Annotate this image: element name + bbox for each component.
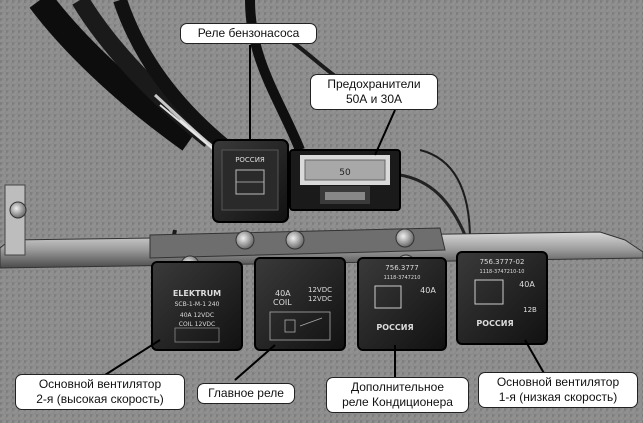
fuses-label-line1: Предохранители bbox=[327, 77, 421, 91]
fan2-relay-spec2: COIL 12VDC bbox=[179, 321, 215, 328]
fan1-relay-voltage: 12В bbox=[523, 306, 537, 314]
callout-fan-high-speed: Основной вентилятор 2-я (высокая скорост… bbox=[15, 374, 185, 410]
ac-label-line1: Дополнительное bbox=[350, 380, 445, 394]
ac-relay: 756.3777 1118-3747210 40A РОССИЯ bbox=[357, 257, 447, 351]
fan1-label-line2: 1-я (низкая скорость) bbox=[498, 390, 618, 404]
fuel-pump-relay: РОССИЯ bbox=[212, 139, 289, 223]
fuse-holder: 50 bbox=[289, 149, 401, 211]
main-relay-rating2: COIL bbox=[273, 298, 292, 307]
fan1-label-line1: Основной вентилятор bbox=[496, 375, 620, 389]
callout-fuel-pump-relay: Реле бензонасоса bbox=[180, 23, 317, 44]
main-relay-rating1: 40A bbox=[275, 289, 291, 298]
fan2-label-line2: 2-я (высокая скорость) bbox=[36, 392, 164, 406]
ac-relay-country: РОССИЯ bbox=[376, 323, 413, 332]
main-relay-volt1: 12VDC bbox=[308, 286, 332, 294]
callout-leader-lines bbox=[104, 45, 546, 381]
ac-relay-sub: 1118-3747210 bbox=[384, 275, 421, 281]
fan2-relay-brand: ELEKTRUM bbox=[173, 289, 221, 298]
wire-harness bbox=[29, 0, 471, 256]
fuses-label-line2: 50А и 30А bbox=[345, 92, 403, 106]
fan2-relay-model: SCB-1-M-1 240 bbox=[175, 301, 220, 308]
fan1-relay-sub: 1118-3747210-10 bbox=[480, 269, 525, 275]
main-relay-label: Главное реле bbox=[208, 386, 284, 400]
callout-ac-relay: Дополнительное реле Кондиционера bbox=[326, 377, 469, 413]
ac-relay-model: 756.3777 bbox=[385, 264, 418, 272]
callout-fuses: Предохранители 50А и 30А bbox=[310, 74, 438, 110]
fan1-relay-country: РОССИЯ bbox=[476, 319, 513, 328]
fan-low-speed-relay: 756.3777-02 1118-3747210-10 40A 12В РОСС… bbox=[456, 251, 548, 345]
fan-high-speed-relay: ELEKTRUM SCB-1-M-1 240 40A 12VDC COIL 12… bbox=[151, 261, 243, 351]
main-relay: 40A COIL 12VDC 12VDC bbox=[254, 257, 346, 351]
ac-label-line2: реле Кондиционера bbox=[342, 395, 453, 409]
fuel-relay-brand: РОССИЯ bbox=[235, 156, 265, 164]
fan1-relay-model: 756.3777-02 bbox=[480, 258, 525, 266]
main-relay-volt2: 12VDC bbox=[308, 295, 332, 303]
fuse-value: 50 bbox=[339, 168, 351, 178]
callout-main-relay: Главное реле bbox=[197, 383, 295, 404]
fan2-label-line1: Основной вентилятор bbox=[38, 377, 162, 391]
fan1-relay-amp: 40A bbox=[519, 280, 535, 289]
ac-relay-amp: 40A bbox=[420, 286, 436, 295]
fuel-pump-relay-label: Реле бензонасоса bbox=[197, 26, 300, 40]
callout-fan-low-speed: Основной вентилятор 1-я (низкая скорость… bbox=[478, 372, 638, 408]
fan2-relay-spec1: 40A 12VDC bbox=[180, 312, 214, 319]
